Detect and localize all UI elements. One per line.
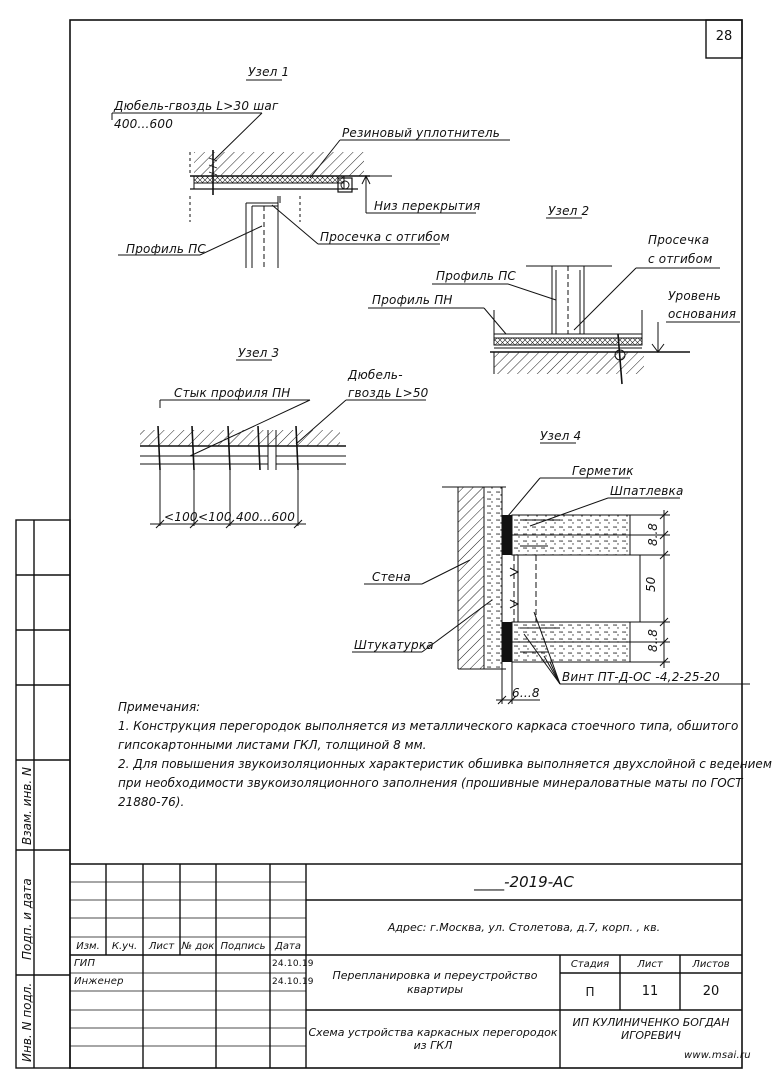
side-stamp-inv-orig: Инв. N подл. bbox=[20, 982, 34, 1062]
node4-screw-label: Винт ПТ-Д-ОС -4,2-25-20 bbox=[562, 670, 720, 684]
node4-sealant-label: Герметик bbox=[572, 464, 634, 478]
col-header-kuch: К.уч. bbox=[111, 940, 138, 952]
node4-drawing bbox=[352, 442, 750, 705]
node3-dowel-label-1: Дюбель- bbox=[348, 368, 403, 382]
project-name: Перепланировка и переустройство квартиры bbox=[332, 969, 538, 996]
node1-notch-label: Просечка с отгибом bbox=[320, 230, 450, 244]
node4-wall-label: Стена bbox=[372, 570, 411, 584]
stage-value: П bbox=[585, 984, 595, 999]
sheets-label: Листов bbox=[692, 958, 730, 970]
node2-notch-label-2: с отгибом bbox=[648, 252, 713, 266]
node3-dowel-label-2: гвоздь L>50 bbox=[348, 386, 429, 400]
page-number-box bbox=[705, 19, 743, 59]
col-header-date: Дата bbox=[275, 940, 301, 952]
side-stamp-sign-date: Подп. и дата bbox=[20, 878, 34, 960]
node3-dim-1: <100 bbox=[164, 510, 198, 524]
notes-line-4: при необходимости звукоизоляционного зап… bbox=[118, 776, 743, 790]
page-number: 28 bbox=[715, 29, 733, 44]
role-gip: ГИП bbox=[74, 958, 96, 969]
node2-level-label-2: основания bbox=[668, 307, 737, 321]
node1-seal-label: Резиновый уплотнитель bbox=[342, 126, 501, 140]
node3-joint-label: Стык профиля ПН bbox=[174, 386, 291, 400]
role-gip-date: 24.10.19 bbox=[272, 959, 314, 969]
node4-title: Узел 4 bbox=[540, 429, 582, 443]
node3-dim-2: <100 bbox=[198, 510, 232, 524]
col-header-izm: Изм. bbox=[76, 940, 100, 952]
company: ИП КУЛИНИЧЕНКО БОГДАН ИГОРЕВИЧ bbox=[572, 1016, 730, 1042]
node1-dowel-step: 400...600 bbox=[114, 117, 174, 131]
node4-dim-50: 50 bbox=[644, 576, 658, 592]
node4-putty-label: Шпатлевка bbox=[610, 484, 684, 498]
node4-gap-dim: 6...8 bbox=[512, 686, 540, 700]
node4-plaster-label: Штукатурка bbox=[354, 638, 434, 652]
node2-notch-label-1: Просечка bbox=[648, 233, 710, 247]
notes-line-2: гипсокартонными листами ГКЛ, толщиной 8 … bbox=[118, 738, 427, 752]
website: www.msai.ru bbox=[684, 1050, 751, 1061]
node2-profile-ps-label: Профиль ПС bbox=[436, 269, 516, 283]
notes-line-3: 2. Для повышения звукоизоляционных харак… bbox=[118, 757, 772, 771]
doc-code: ____-2019-АС bbox=[474, 873, 574, 891]
node3-title: Узел 3 bbox=[238, 346, 280, 360]
col-header-signature: Подпись bbox=[220, 940, 266, 952]
role-engineer: Инженер bbox=[74, 976, 124, 987]
node1-drawing bbox=[111, 79, 510, 268]
node1-title: Узел 1 bbox=[248, 65, 290, 79]
node1-dowel-label: Дюбель-гвоздь L>30 шаг bbox=[114, 99, 279, 113]
node1-profile-ps-label: Профиль ПС bbox=[126, 242, 206, 256]
notes-heading: Примечания: bbox=[118, 700, 201, 714]
sheets-value: 20 bbox=[702, 984, 720, 999]
sheet-value: 11 bbox=[641, 984, 659, 999]
stage-label: Стадия bbox=[570, 958, 610, 970]
node1-ceiling-bottom-label: Низ перекрытия bbox=[374, 199, 481, 213]
side-stamp-inv-sub: Взам. инв. N bbox=[20, 767, 34, 845]
node4-dim-88-bottom: 8..8 bbox=[646, 629, 660, 652]
node2-profile-pn-label: Профиль ПН bbox=[372, 293, 453, 307]
role-engineer-date: 24.10.19 bbox=[272, 977, 314, 987]
node2-drawing bbox=[368, 217, 740, 385]
side-stamp-frame bbox=[15, 519, 71, 1069]
address: Адрес: г.Москва, ул. Столетова, д.7, кор… bbox=[387, 921, 661, 934]
sheet-title: Схема устройства каркасных перегородок и… bbox=[308, 1026, 558, 1052]
node3-dim-3: 400...600 bbox=[236, 510, 296, 524]
col-header-list: Лист bbox=[148, 940, 175, 952]
node4-dim-88-top: 8..8 bbox=[646, 523, 660, 546]
title-block-frame bbox=[70, 863, 742, 1068]
node2-title: Узел 2 bbox=[548, 204, 590, 218]
col-header-doc: № док bbox=[181, 940, 215, 952]
title-block-rows bbox=[70, 881, 306, 1047]
node2-level-label-1: Уровень bbox=[668, 289, 722, 303]
sheet-label: Лист bbox=[637, 958, 663, 970]
node3-drawing bbox=[140, 359, 426, 529]
notes-line-5: 21880-76). bbox=[118, 795, 185, 809]
notes-line-1: 1. Конструкция перегородок выполняется и… bbox=[118, 719, 739, 733]
